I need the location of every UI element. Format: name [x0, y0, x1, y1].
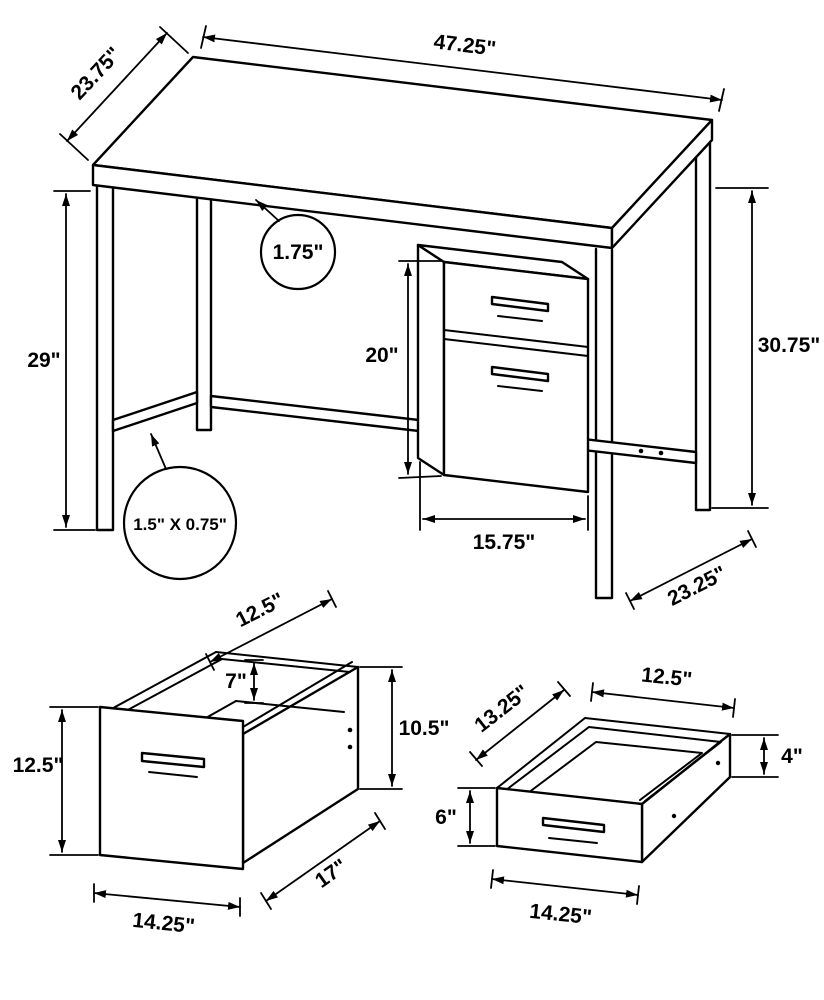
desk-top-right-edge	[610, 118, 714, 250]
file-drawer-right-wall	[241, 665, 360, 865]
drawer-screw	[347, 744, 353, 750]
rail-screw	[638, 448, 644, 454]
drawer-pedestal	[416, 243, 590, 494]
dim-small-front-height: 6"	[435, 787, 496, 847]
dim-small-top-width: 12.5"	[590, 663, 736, 718]
dim-file-back-inner: 7"	[225, 659, 264, 704]
front-left-leg	[95, 184, 115, 532]
small-drawer-handle	[541, 816, 606, 834]
file-drawer-drawing: 12.5" 12.5" 7" 10.5"	[13, 588, 450, 938]
desk-height-left-label: 29"	[27, 349, 60, 372]
left-side-rail	[111, 390, 199, 433]
dim-desk-height-overall: 30.75"	[711, 187, 821, 509]
file-front-width-label: 14.25"	[131, 909, 196, 938]
pedestal-height-label: 20"	[365, 344, 398, 367]
frame-tube-label: 1.5" X 0.75"	[133, 515, 227, 534]
top-drawer-handle	[490, 295, 550, 313]
dim-small-front-width: 14.25"	[490, 869, 640, 929]
dim-file-side-height: 10.5"	[359, 666, 450, 790]
callout-frame-tube: 1.5" X 0.75"	[122, 433, 238, 581]
small-drawer-right-wall	[640, 732, 732, 864]
top-drawer-handle-shadow	[497, 315, 543, 322]
bottom-drawer-handle-shadow	[497, 385, 543, 392]
small-top-width-label: 12.5"	[640, 663, 693, 691]
bottom-drawer-handle	[490, 365, 550, 383]
file-drawer-right-rim-inner	[242, 661, 353, 728]
desk-width-label: 47.25"	[432, 30, 497, 60]
callout-circle	[259, 213, 337, 291]
pedestal-side	[416, 243, 446, 477]
small-front-width-label: 14.25"	[528, 900, 593, 929]
dim-pedestal-width: 15.75"	[419, 461, 589, 554]
small-back-height-label: 4"	[781, 745, 803, 768]
small-drawer-drawing: 13.25" 12.5" 6" 4"	[435, 663, 803, 929]
file-drawer-handle-shadow	[148, 771, 198, 778]
small-drawer-handle-shadow	[548, 837, 598, 844]
dim-file-front-width: 14.25"	[93, 883, 241, 938]
drawer-gap-line	[443, 338, 589, 357]
front-right-leg	[594, 247, 614, 600]
small-front-height-label: 6"	[435, 806, 457, 829]
small-drawer-dimensions: 13.25" 12.5" 6" 4"	[435, 663, 803, 929]
drawer-gap-line	[443, 329, 589, 348]
dim-base-depth: 23.25"	[625, 530, 757, 611]
file-side-height-label: 10.5"	[399, 717, 450, 740]
desk-height-overall-label: 30.75"	[758, 334, 821, 357]
desk-depth-label: 23.75"	[67, 43, 126, 104]
base-depth-label: 23.25"	[664, 562, 730, 611]
file-front-height-label: 12.5"	[13, 754, 64, 777]
small-side-depth-label: 13.25"	[470, 681, 533, 738]
rail-screw	[658, 450, 664, 456]
small-drawer-rim	[496, 717, 731, 789]
drawer-screw	[347, 727, 353, 733]
callout-top-thickness: 1.75"	[255, 199, 337, 291]
dim-small-back-height: 4"	[731, 734, 803, 778]
file-drawer-left-rim	[103, 651, 217, 714]
file-back-inner-label: 7"	[225, 670, 247, 693]
file-drawer-front-panel	[98, 705, 245, 871]
dim-pedestal-height: 20"	[365, 260, 442, 479]
drawer-screw	[671, 813, 677, 819]
dim-desk-height-left: 29"	[27, 190, 96, 531]
desk-top	[91, 55, 714, 250]
file-drawer-handle	[140, 751, 206, 769]
top-thickness-label: 1.75"	[273, 241, 324, 264]
back-right-leg	[694, 141, 712, 512]
file-side-depth-label: 17"	[311, 855, 351, 893]
callout-circle	[122, 465, 238, 581]
drawer-screw	[715, 760, 721, 766]
dim-file-front-height: 12.5"	[13, 706, 99, 856]
small-drawer-floor	[527, 741, 703, 801]
desk-dimensions: 23.75" 47.25" 1.75" 29"	[27, 25, 821, 611]
back-left-leg	[195, 197, 213, 432]
pedestal-width-label: 15.75"	[473, 531, 536, 554]
desk-drawing: 23.75" 47.25" 1.75" 29"	[27, 25, 821, 611]
